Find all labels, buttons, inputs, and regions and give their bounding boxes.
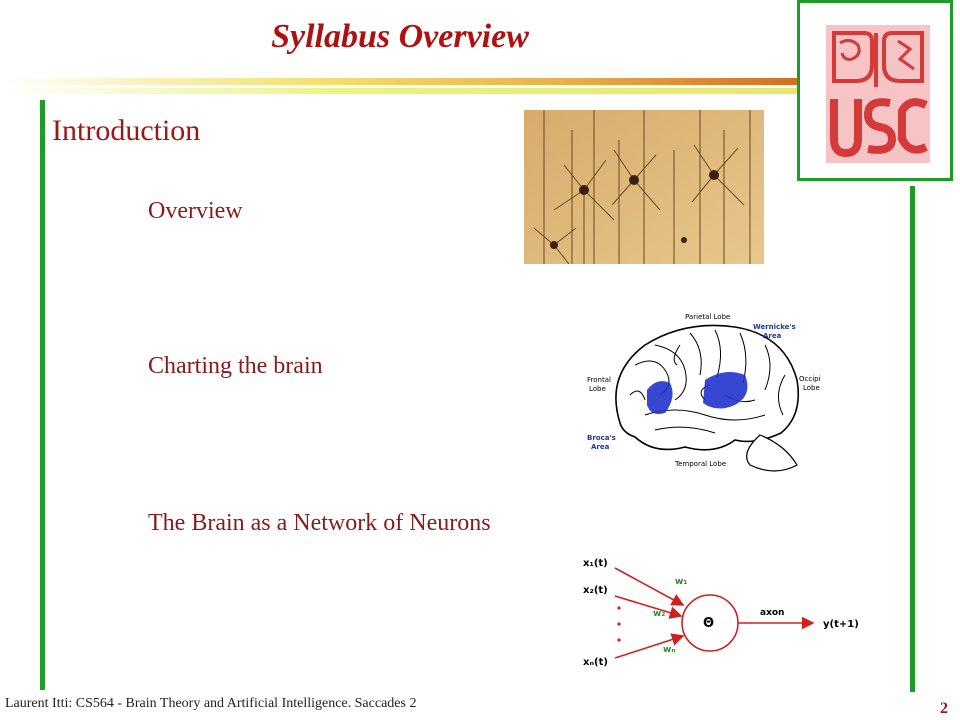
weight-wn: wₙ <box>663 645 675 655</box>
label-broca-2: Area <box>591 443 610 451</box>
label-frontal-2: Lobe <box>589 385 606 393</box>
input-x2: x₂(t) <box>583 585 608 596</box>
label-parietal: Parietal Lobe <box>685 313 730 321</box>
axon-label: axon <box>760 608 784 618</box>
usc-logo <box>797 0 953 181</box>
label-broca-1: Broca's <box>587 434 616 442</box>
header-rule-bottom <box>0 88 800 94</box>
label-wernicke-1: Wernicke's <box>753 323 796 331</box>
topic-overview: Overview <box>148 198 243 224</box>
label-frontal-1: Frontal <box>587 376 611 384</box>
page-number: 2 <box>940 700 948 717</box>
header-rule-top <box>0 78 800 85</box>
section-heading: Introduction <box>52 114 201 147</box>
left-green-bar <box>40 100 45 690</box>
weight-w2: w₂ <box>653 609 665 619</box>
label-occipital-1: Occipital <box>799 375 820 383</box>
label-temporal: Temporal Lobe <box>674 460 726 468</box>
label-occipital-2: Lobe <box>803 384 820 392</box>
neuron-model-diagram: x₁(t) x₂(t) xₙ(t) w₁ w₂ wₙ Θ axon y(t+1) <box>575 550 865 680</box>
slide-footer: Laurent Itti: CS564 - Brain Theory and A… <box>5 696 417 711</box>
usc-logo-mark <box>830 31 928 158</box>
right-green-bar <box>910 186 915 692</box>
slide-title: Syllabus Overview <box>271 18 529 55</box>
neuron-micrograph <box>524 110 764 265</box>
topic-charting-brain: Charting the brain <box>148 353 323 379</box>
input-x1: x₁(t) <box>583 558 608 569</box>
threshold-theta: Θ <box>703 616 714 631</box>
brain-lobes-diagram: Parietal Lobe Wernicke's Area Frontal Lo… <box>585 305 830 480</box>
weight-w1: w₁ <box>675 577 687 587</box>
input-xn: xₙ(t) <box>583 657 608 668</box>
label-wernicke-2: Area <box>763 332 782 340</box>
output-y: y(t+1) <box>823 619 859 630</box>
usc-logo-panel <box>826 25 930 163</box>
topic-brain-network: The Brain as a Network of Neurons <box>148 510 491 536</box>
